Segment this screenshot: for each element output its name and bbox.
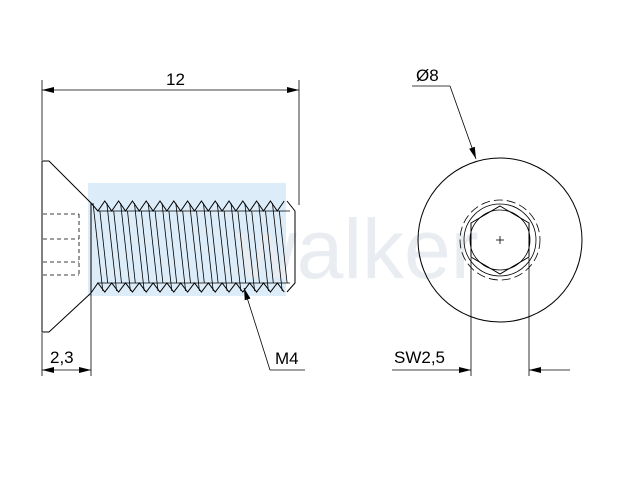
thread-flank-line (175, 202, 186, 292)
thread-root-line (99, 210, 109, 284)
thread-flank-line (161, 202, 173, 292)
thread-flank-line (230, 202, 242, 292)
thread-flank-line (120, 202, 131, 292)
head-height-label: 2,3 (50, 348, 74, 367)
length-label: 12 (166, 70, 185, 89)
thread-root-line (278, 210, 288, 284)
diameter-label: Ø8 (416, 66, 439, 85)
socket-hidden-lines (43, 213, 80, 276)
thread-root-line (196, 210, 205, 284)
thread-flank-line (203, 202, 214, 292)
thread-root-line (127, 210, 136, 284)
thread-flank-line (216, 202, 228, 292)
thread-root-line (113, 210, 122, 284)
thread-flank-line (244, 202, 255, 292)
length-dimension: 12 (41, 70, 300, 205)
head-height-dimension: 2,3 (41, 294, 92, 376)
thread-root-line (265, 210, 274, 284)
head-outer-circle (417, 157, 583, 323)
diameter-leader: Ø8 (412, 66, 477, 160)
thread-flank-line (134, 202, 145, 292)
hex-socket (470, 205, 530, 275)
thread-flank-line (272, 202, 283, 292)
thread-root-line (182, 210, 191, 284)
thread-flank-line (106, 202, 117, 292)
thread-major-circle (459, 199, 541, 281)
socket-chamfer-circle (463, 203, 537, 277)
thread-crest-bottom (90, 282, 285, 294)
thread-root-line (251, 210, 260, 284)
thread-crest-top (90, 200, 285, 212)
thread-flank-line (258, 202, 269, 292)
thread-shaft (90, 200, 296, 294)
socket-inner-circle (469, 209, 531, 271)
thread-root-line (223, 210, 233, 284)
side-view: 12 2,3 M4 (41, 70, 305, 376)
watermark-text: walker (235, 202, 479, 296)
thread-root-line (168, 210, 178, 284)
socket-size-label: SW2,5 (394, 348, 445, 367)
thread-flank-line (92, 202, 104, 292)
thread-root-line (209, 210, 219, 284)
thread-root-line (140, 210, 150, 284)
watermark: walker (88, 183, 479, 296)
thread-end (286, 200, 296, 293)
thread-flanks (92, 202, 288, 292)
socket-size-dimension: SW2,5 (392, 258, 570, 376)
thread-root-line (237, 210, 247, 284)
thread-flank-line (189, 202, 200, 292)
screw-head-outline (41, 160, 92, 333)
thread-label: M4 (275, 349, 299, 368)
thread-root-line (154, 210, 164, 284)
front-view: Ø8 SW2,5 (392, 66, 583, 376)
center-mark (496, 236, 504, 244)
thread-leader: M4 (243, 287, 305, 371)
thread-flank-line (147, 202, 159, 292)
